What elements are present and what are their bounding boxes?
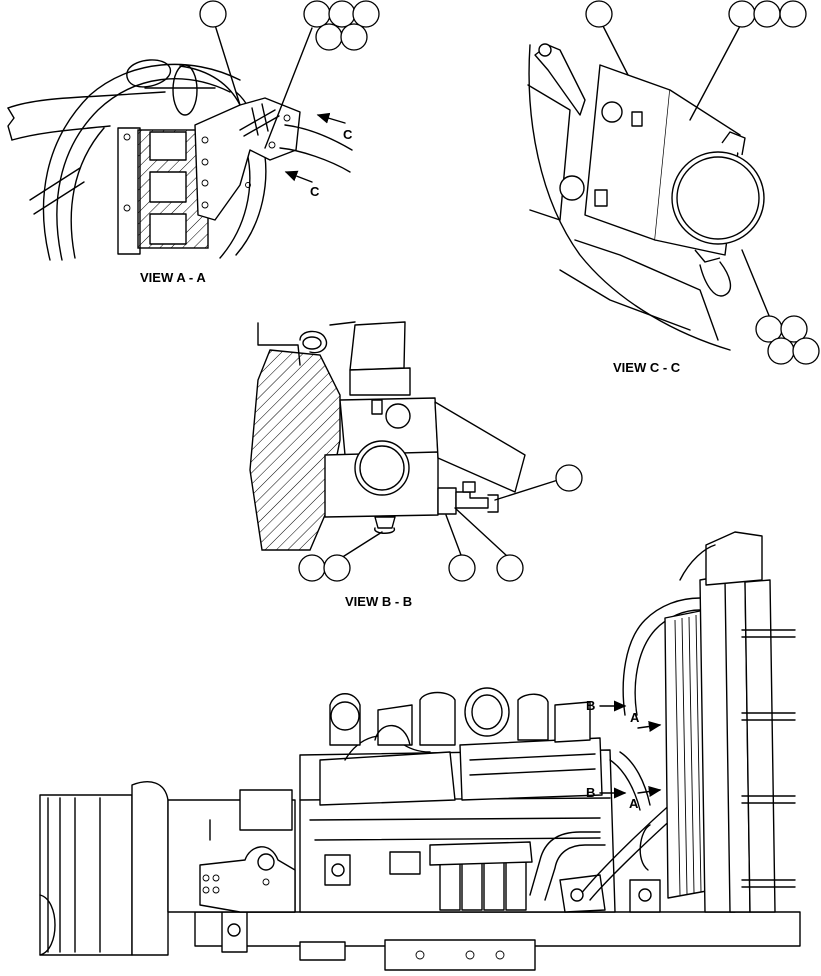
section-a-marker-lower: A <box>629 796 639 811</box>
radiator-core-lines <box>674 613 708 896</box>
callout-balloon <box>315 23 343 51</box>
callout-balloon <box>753 0 781 28</box>
callout-balloon <box>328 0 356 28</box>
callout-balloon <box>352 0 380 28</box>
view-b-b: VIEW B - B <box>249 321 583 609</box>
view-a-a: C C VIEW A - A <box>7 0 380 285</box>
view-a-a-label: VIEW A - A <box>140 270 206 285</box>
callout-balloon <box>323 554 351 582</box>
callout-balloon <box>298 554 326 582</box>
callout-balloon <box>303 0 331 28</box>
callout-balloon <box>767 337 795 365</box>
callout-balloon <box>779 0 807 28</box>
view-c-c: VIEW C - C <box>527 0 820 375</box>
callout-balloon <box>728 0 756 28</box>
section-c-marker-upper: C <box>343 127 353 142</box>
radiator-mount-brackets <box>741 629 796 888</box>
section-b-marker-upper: B <box>586 698 595 713</box>
callout-balloon <box>496 554 524 582</box>
section-b-marker-lower: B <box>586 785 595 800</box>
callout-balloon <box>448 554 476 582</box>
section-a-marker-upper: A <box>630 710 640 725</box>
callout-balloon <box>585 0 613 28</box>
section-c-marker-lower: C <box>310 184 320 199</box>
callout-balloon <box>792 337 820 365</box>
view-b-b-label: VIEW B - B <box>345 594 412 609</box>
callout-balloon <box>780 315 808 343</box>
engine-side-view: B A B A <box>39 531 801 971</box>
callout-balloon <box>340 23 368 51</box>
callout-balloon <box>199 0 227 28</box>
callout-balloon <box>555 464 583 492</box>
view-c-c-label: VIEW C - C <box>613 360 681 375</box>
